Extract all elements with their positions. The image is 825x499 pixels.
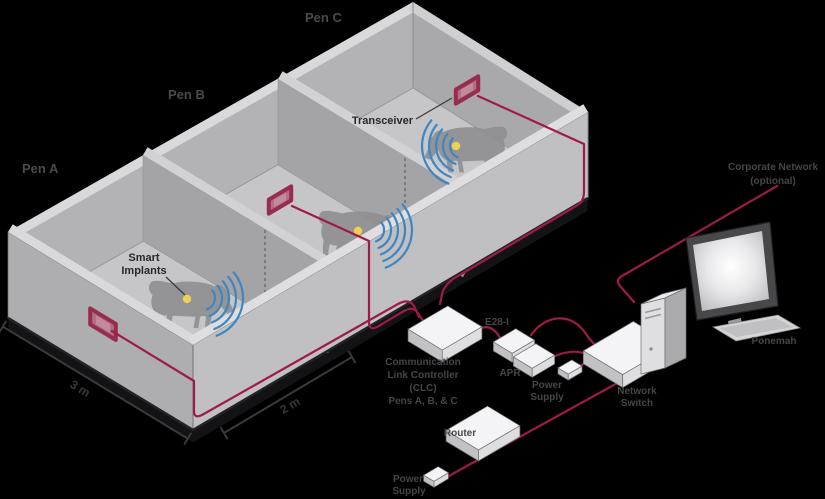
wire-corporate-network <box>616 184 779 304</box>
pen-b-label: Pen B <box>168 87 205 102</box>
workstation-tower <box>640 287 687 375</box>
clc-label-2: Link Controller <box>387 370 458 381</box>
corporate-network-label-1: Corporate Network <box>728 162 818 173</box>
power-supply-2-label-1: Power <box>393 474 423 485</box>
pen-c-label: Pen C <box>305 10 342 25</box>
clc-label-3: (CLC) <box>409 383 436 394</box>
wire-apr-to-switch <box>551 350 586 359</box>
wire-pen-b-to-clc <box>290 204 426 330</box>
transceiver-label: Transceiver <box>352 115 414 127</box>
wall-front-left-top-edge <box>8 224 198 345</box>
workstation-monitor <box>685 221 779 334</box>
transceiver-icon-pen-a <box>88 306 118 342</box>
wire-pen-c-to-clc <box>438 94 586 306</box>
power-supply-2-label-2: Supply <box>392 486 426 497</box>
power-supply-2-box <box>422 466 450 488</box>
workstation-label: Ponemah <box>751 336 796 347</box>
signal-arcs-icon-pen-b <box>375 203 414 269</box>
smart-implant-dot-pen-b <box>353 226 363 236</box>
power-supply-1-label-2: Supply <box>530 392 564 403</box>
wall-back-left-top-edge <box>8 2 418 240</box>
router-box <box>445 405 521 462</box>
smart-implants-annotation: Smart Implants <box>121 252 186 296</box>
e2s-label: E28-I <box>485 317 509 328</box>
workstation-keyboard <box>711 314 802 342</box>
base-shadow-left <box>7 316 194 432</box>
corporate-network-label-2: (optional) <box>750 176 796 187</box>
clc-label-4: Pens A, B, & C <box>388 396 457 407</box>
transceiver-icon-pen-c <box>453 74 481 106</box>
power-supply-1-box <box>557 359 583 381</box>
signal-arcs-icon-pen-c <box>420 119 459 185</box>
smart-implant-dot-pen-c <box>451 141 461 151</box>
apr-label: APR <box>499 368 521 379</box>
transceiver-annotation: Transceiver <box>352 97 453 127</box>
wall-front-right-top-edge <box>188 104 588 345</box>
clc-label-1: Communication <box>385 357 461 368</box>
pen-a-label: Pen A <box>22 161 59 176</box>
power-supply-1-label-1: Power <box>532 380 562 391</box>
wall-back-right-top-edge <box>408 2 588 120</box>
dimension-2m-label: 2 m <box>278 394 303 417</box>
router-label: Router <box>444 428 476 439</box>
apr-box <box>512 343 556 378</box>
smart-implant-dot-pen-a <box>182 294 192 304</box>
wall-back-left <box>8 2 413 318</box>
wire-switch-router-ps2 <box>445 379 623 479</box>
network-switch-label-1: Network <box>617 386 657 397</box>
network-switch-label-2: Switch <box>621 398 653 409</box>
smart-implants-label-1: Smart <box>128 252 160 264</box>
dimension-3m-label: 3 m <box>68 377 93 400</box>
wire-clc-to-e2s <box>478 326 502 340</box>
transceiver-icon-pen-b <box>266 184 294 216</box>
signal-arcs-icon-pen-a <box>206 271 245 337</box>
wire-pen-a-to-clc <box>110 300 421 418</box>
wire-e2s-to-switch <box>529 317 600 349</box>
clc-box <box>407 305 483 363</box>
smart-implants-label-2: Implants <box>121 265 166 277</box>
